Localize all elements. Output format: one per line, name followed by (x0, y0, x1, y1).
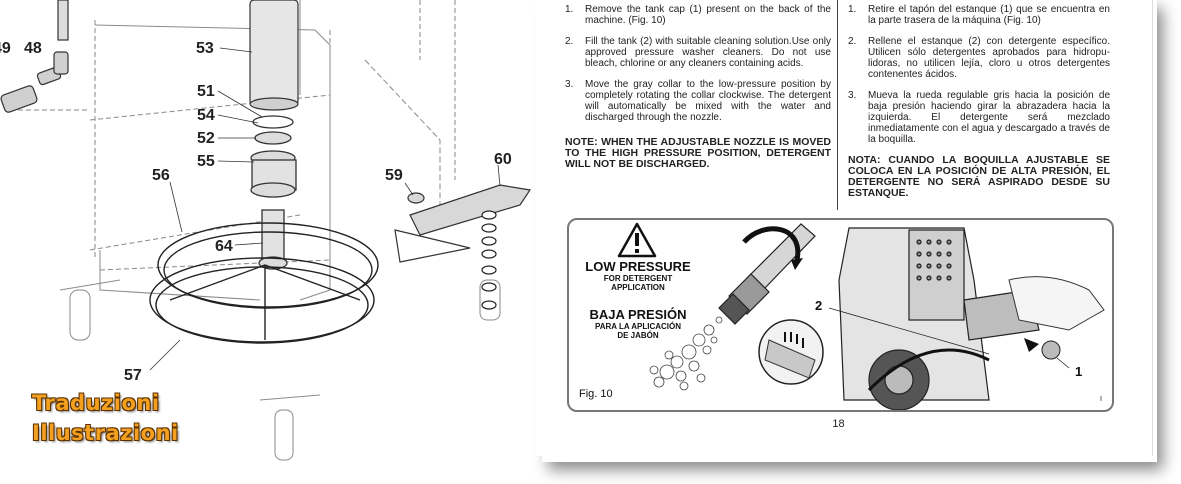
english-step-3: 3. Move the gray collar to the low-press… (565, 79, 831, 123)
step-text: Move the gray collar to the low-pressure… (585, 79, 831, 123)
manual-page: 1. Remove the tank cap (1) present on th… (535, 0, 1153, 456)
figure-10-illustration (617, 222, 1105, 410)
watermark-line-1: Traduzioni (32, 391, 160, 415)
step-text: Fill the tank (2) with suitable cleaning… (585, 36, 831, 69)
step-text: Retire el tapón del estanque (1) que se … (868, 4, 1110, 26)
part-label-54: 54 (197, 107, 215, 124)
watermark-line-2: Illustrazioni (32, 421, 179, 445)
part-label-53: 53 (196, 40, 214, 57)
english-step-2: 2. Fill the tank (2) with suitable clean… (565, 36, 831, 69)
part-label-57: 57 (124, 367, 142, 384)
step-number: 2. (565, 36, 574, 47)
part-label-64: 64 (215, 238, 233, 255)
spanish-step-3: 3. Mueva la rueda regulable gris hacia l… (848, 90, 1110, 145)
warning-icon (617, 222, 657, 258)
low-pressure-title: LOW PRESSURE (585, 259, 691, 274)
part-label-55: 55 (197, 153, 215, 170)
page-number: 18 (832, 418, 845, 430)
exploded-parts-diagram: 49 48 53 51 54 52 55 56 59 60 64 57 Trad… (0, 0, 540, 484)
low-pressure-sub-2: APPLICATION (611, 283, 665, 292)
step-number: 3. (565, 79, 574, 90)
step-text: Mueva la rueda regulable gris hacia la p… (868, 90, 1110, 145)
baja-presion-title: BAJA PRESIÓN (589, 307, 687, 322)
step-number: 3. (848, 90, 857, 101)
part-label-60: 60 (494, 151, 512, 168)
callout-1: 1 (1075, 364, 1083, 379)
part-label-49: 49 (0, 40, 11, 57)
baja-presion-sub-2: DE JABÓN (617, 331, 659, 340)
part-label-51: 51 (197, 83, 215, 100)
part-label-52: 52 (197, 130, 215, 147)
column-divider (837, 0, 838, 210)
figure-10-box: LOW PRESSURE FOR DETERGENT APPLICATION B… (567, 218, 1114, 412)
low-pressure-sub-1: FOR DETERGENT (603, 274, 673, 283)
part-label-48: 48 (24, 40, 42, 57)
step-text: Rellene el estanque (2) con detergente e… (868, 36, 1110, 80)
step-number: 1. (565, 4, 574, 15)
part-label-59: 59 (385, 167, 403, 184)
figure-caption: Fig. 10 (579, 388, 613, 400)
spanish-note: NOTA: CUANDO LA BOQUILLA AJUSTABLE SE CO… (848, 154, 1110, 199)
english-column: 1. Remove the tank cap (1) present on th… (565, 0, 831, 181)
corner-mark: I (1100, 396, 1102, 403)
parts-drawing (0, 0, 532, 461)
english-note: NOTE: WHEN THE ADJUSTABLE NOZZLE IS MOVE… (565, 136, 831, 170)
spanish-step-1: 1. Retire el tapón del estanque (1) que … (848, 4, 1110, 26)
spanish-step-2: 2. Rellene el estanque (2) con detergent… (848, 36, 1110, 80)
spanish-column: 1. Retire el tapón del estanque (1) que … (848, 0, 1110, 210)
step-number: 2. (848, 36, 857, 47)
step-text: Remove the tank cap (1) present on the b… (585, 4, 831, 26)
baja-presion-sub-1: PARA LA APLICACIÓN (594, 322, 682, 331)
english-step-1: 1. Remove the tank cap (1) present on th… (565, 4, 831, 26)
part-label-56: 56 (152, 167, 170, 184)
step-number: 1. (848, 4, 857, 15)
callout-2: 2 (815, 298, 823, 313)
